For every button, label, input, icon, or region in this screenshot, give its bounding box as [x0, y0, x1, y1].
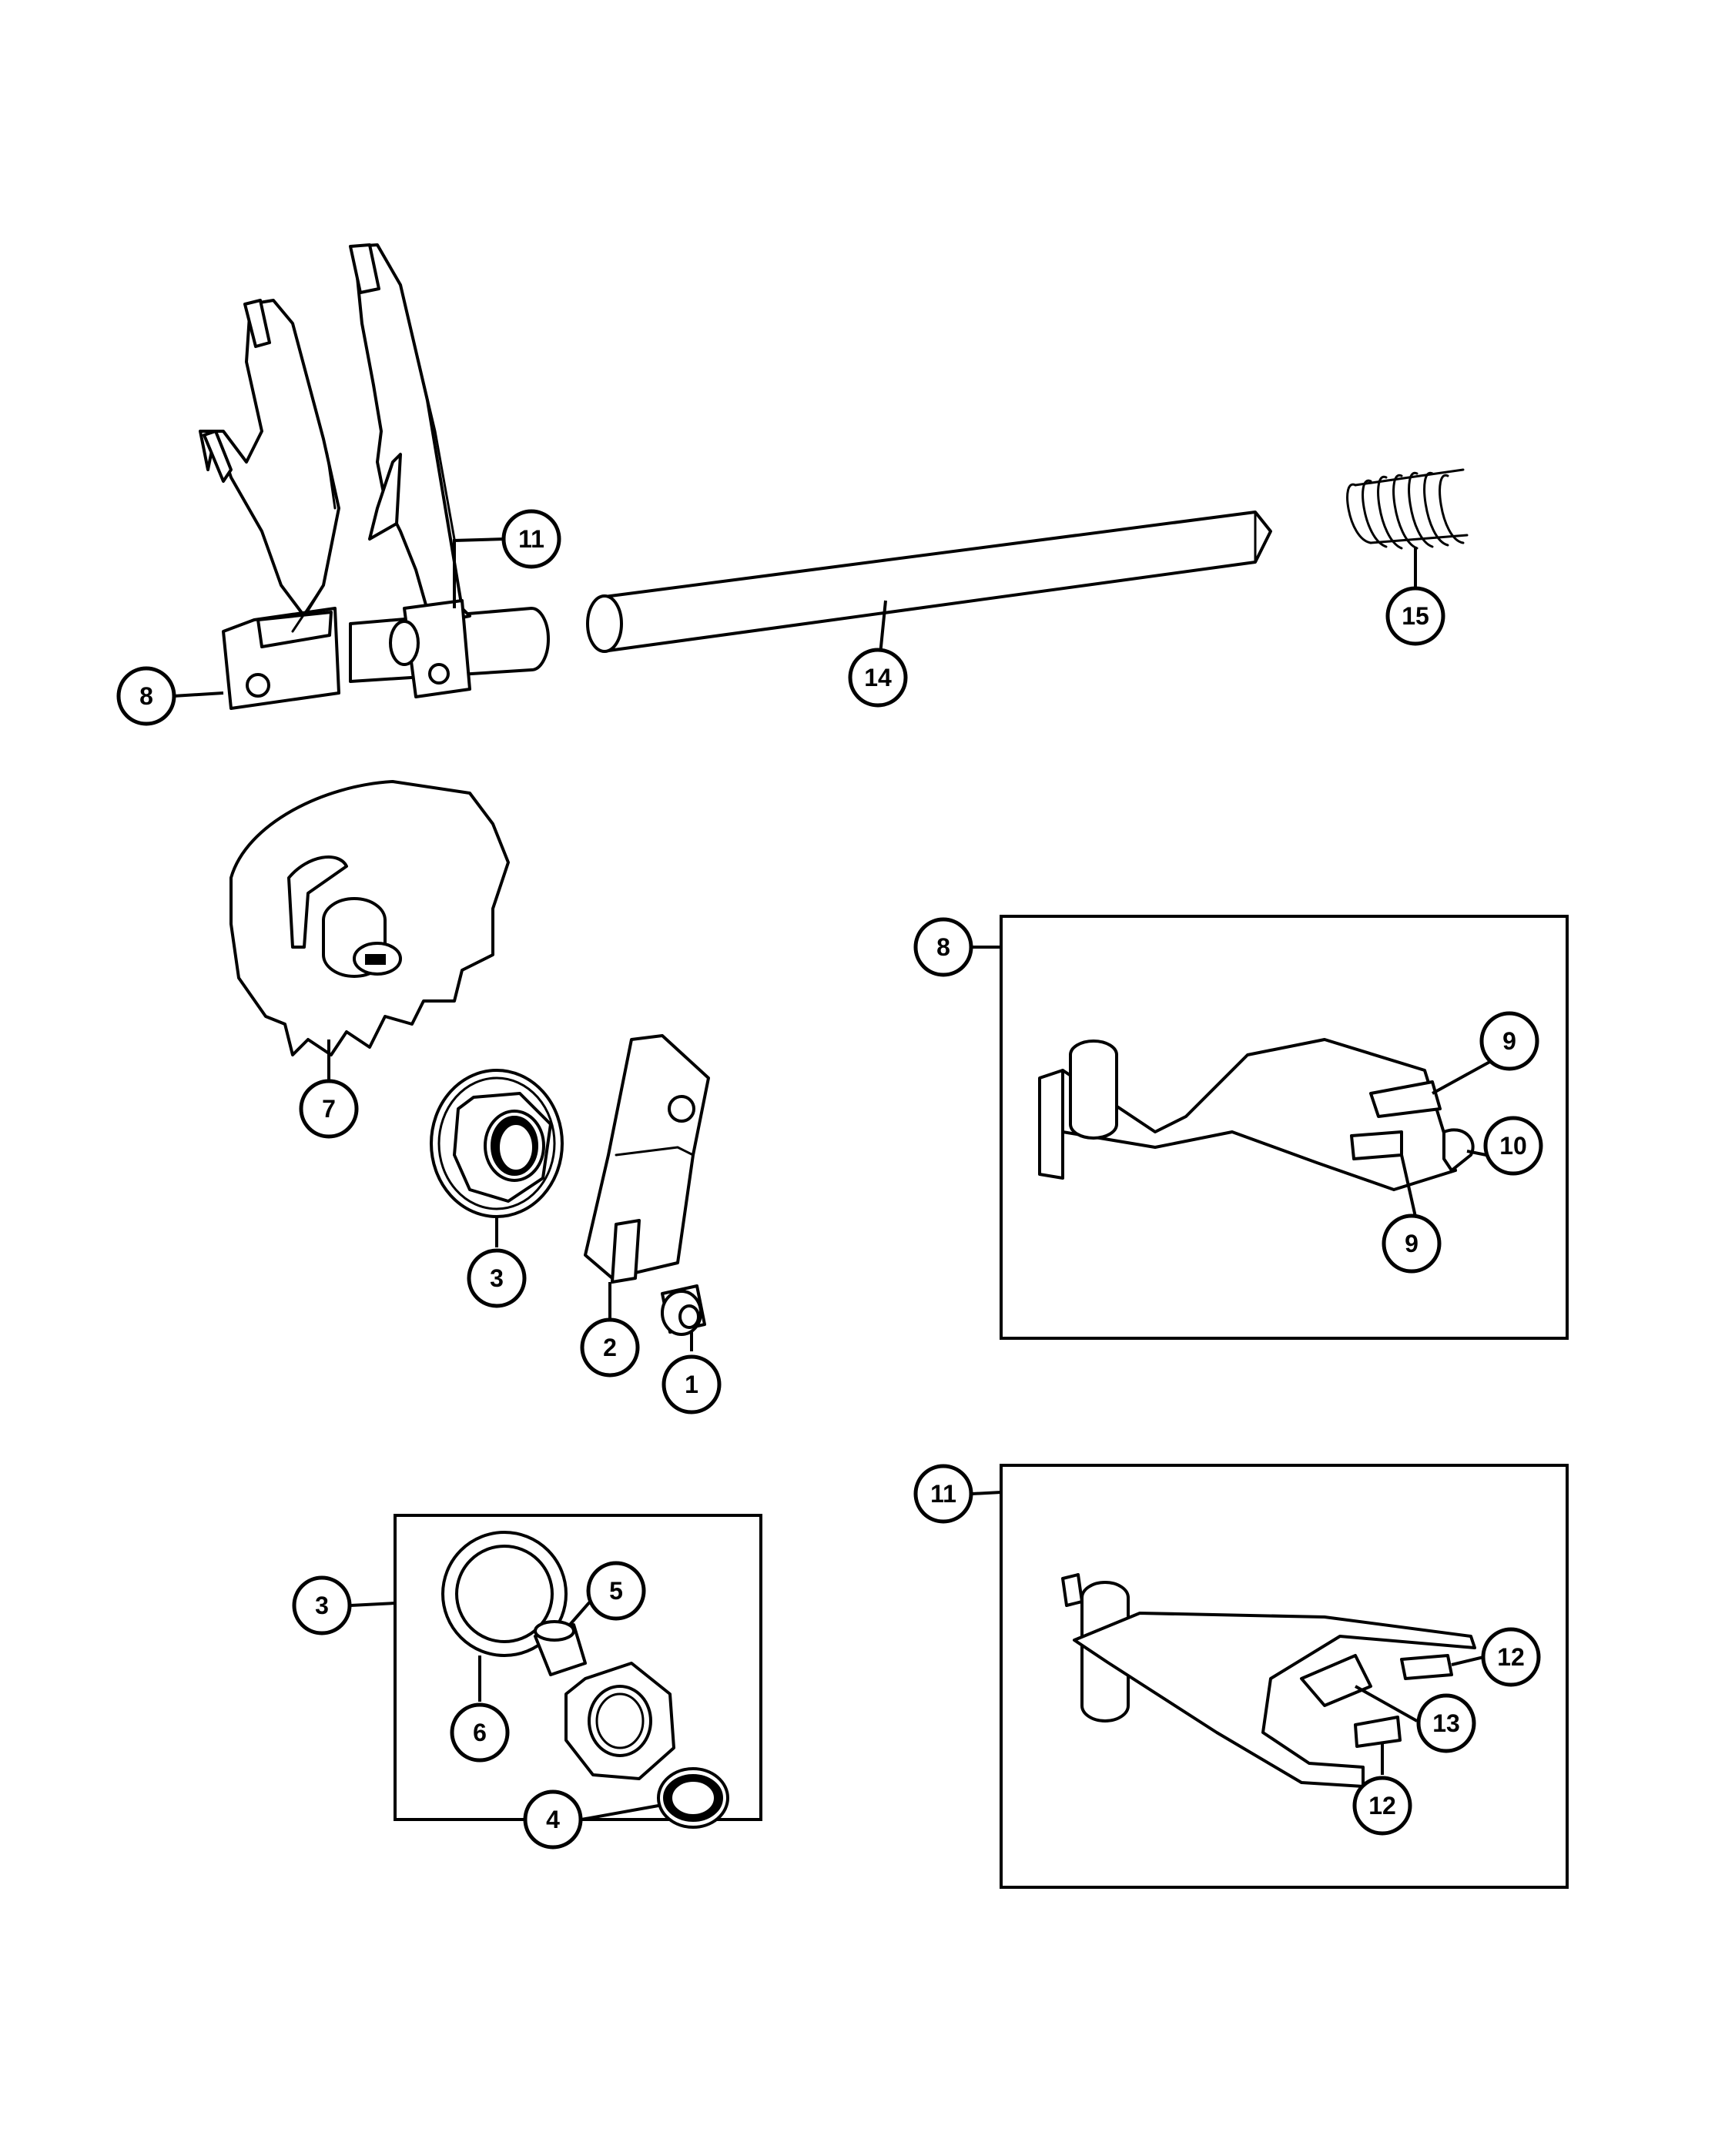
- inset-8-parts: [1038, 1038, 1475, 1191]
- callout-10: 10: [1483, 1116, 1543, 1176]
- callout-1: 1: [662, 1354, 722, 1414]
- callout-2: 2: [580, 1317, 640, 1378]
- svg-text:3: 3: [315, 1592, 329, 1619]
- svg-text:6: 6: [473, 1719, 487, 1746]
- callout-6: 6: [450, 1702, 510, 1763]
- inset-11-parts: [1061, 1573, 1476, 1788]
- callout-15: 15: [1385, 586, 1445, 646]
- svg-text:8: 8: [139, 682, 153, 710]
- callout-9-bottom: 9: [1382, 1214, 1442, 1274]
- detent-spring: [1346, 468, 1469, 550]
- shift-rail: [586, 511, 1272, 653]
- svg-text:3: 3: [490, 1264, 504, 1292]
- svg-text:11: 11: [930, 1480, 956, 1508]
- shift-sector: [229, 780, 510, 1056]
- svg-text:11: 11: [518, 525, 544, 553]
- svg-text:12: 12: [1497, 1643, 1525, 1671]
- callout-14: 14: [848, 648, 908, 708]
- svg-text:14: 14: [864, 664, 892, 691]
- callout-4: 4: [523, 1789, 583, 1850]
- callout-5: 5: [586, 1561, 646, 1621]
- bolt: [661, 1284, 706, 1336]
- callout-13: 13: [1416, 1693, 1476, 1753]
- callout-8: 8: [116, 666, 176, 726]
- callout-11-inset: 11: [913, 1464, 973, 1524]
- svg-text:9: 9: [1405, 1230, 1419, 1257]
- callout-12-bottom: 12: [1352, 1776, 1412, 1836]
- callout-3-inset: 3: [292, 1575, 352, 1635]
- svg-text:13: 13: [1432, 1709, 1460, 1737]
- svg-text:12: 12: [1368, 1792, 1396, 1820]
- inset-8-box: [1000, 915, 1569, 1340]
- callout-7: 7: [299, 1079, 359, 1139]
- svg-text:15: 15: [1402, 602, 1429, 630]
- svg-text:10: 10: [1499, 1132, 1527, 1160]
- shift-lever: [584, 1034, 710, 1284]
- svg-text:4: 4: [546, 1806, 560, 1833]
- callout-3: 3: [467, 1248, 527, 1308]
- svg-text:5: 5: [609, 1577, 623, 1605]
- shift-fork-assembly: [199, 243, 550, 710]
- svg-text:8: 8: [936, 933, 950, 961]
- inset-11-box: [1000, 1464, 1569, 1889]
- callout-9-top: 9: [1479, 1011, 1539, 1071]
- seal-nut-assembly: [430, 1069, 564, 1218]
- inset-3-parts: [441, 1531, 729, 1829]
- svg-text:9: 9: [1502, 1027, 1516, 1055]
- callout-11: 11: [501, 509, 561, 569]
- svg-text:1: 1: [685, 1371, 698, 1398]
- callout-8-inset: 8: [913, 917, 973, 977]
- callout-12-top: 12: [1481, 1627, 1541, 1687]
- svg-text:2: 2: [603, 1334, 617, 1361]
- svg-text:7: 7: [322, 1095, 336, 1123]
